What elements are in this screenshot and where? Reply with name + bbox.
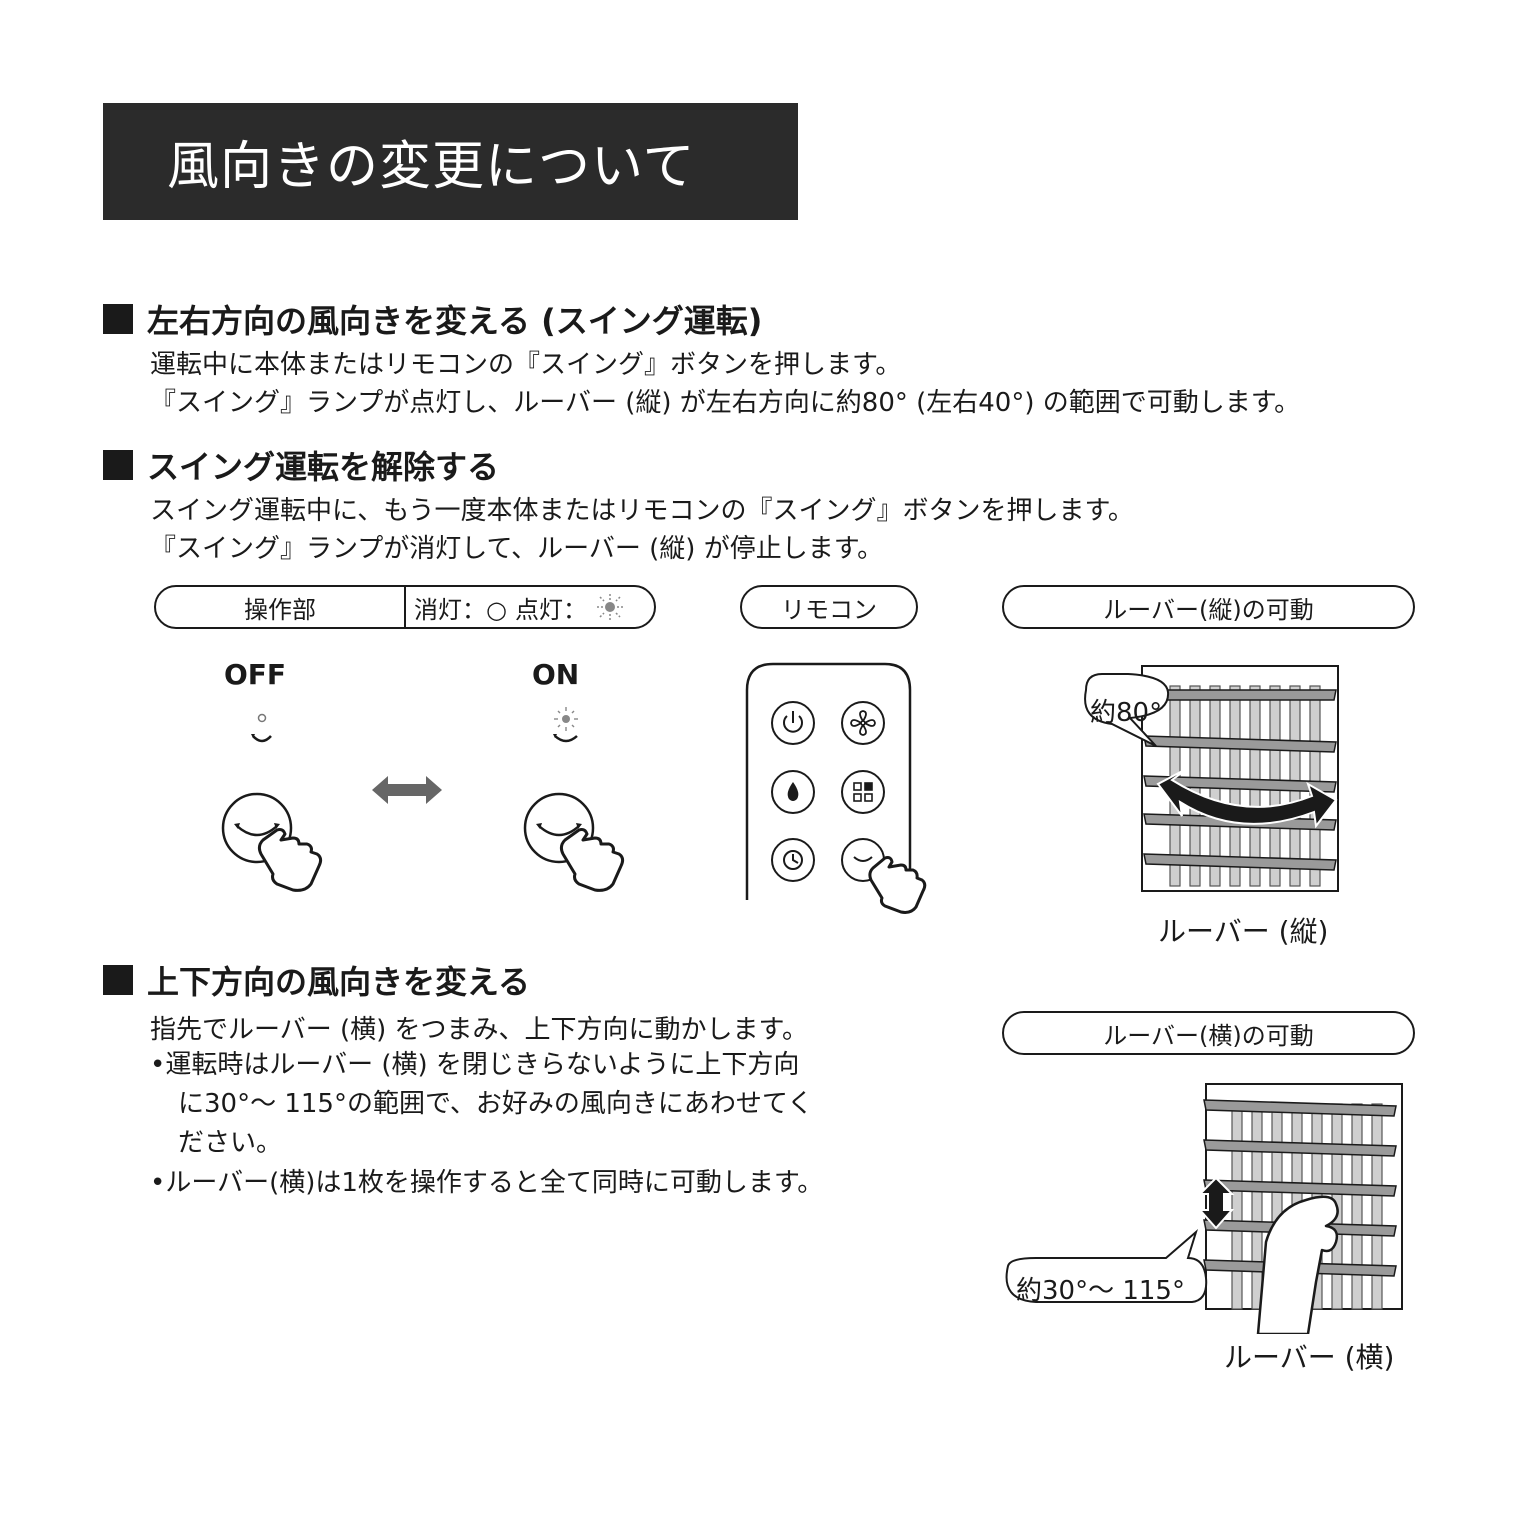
timer-icon [783, 850, 803, 870]
section-heading-cancel: スイング運転を解除する [103, 442, 499, 488]
angle-bubble [1084, 673, 1170, 747]
section-heading-text: スイング運転を解除する [147, 448, 500, 486]
remote-label-pill: リモコン [740, 585, 918, 629]
vertical-louver-caption: ルーバー (縦) [1158, 915, 1329, 948]
lamp-on-icon [553, 707, 578, 743]
remote-control-illustration [745, 662, 927, 914]
bullet-line: •ルーバー(横)は1枚を操作すると全て同時に可動します。 [150, 1168, 824, 1198]
swing-button-press-off[interactable] [215, 788, 345, 898]
panel-label: 操作部 [244, 595, 316, 624]
lamp-lit-icon [596, 594, 623, 620]
square-bullet-icon [103, 304, 133, 334]
horizontal-louver-caption: ルーバー (横) [1224, 1341, 1395, 1374]
bullet-line: に30°～ 115°の範囲で、お好みの風向きにあわせてく [178, 1089, 814, 1119]
section-heading-text: 上下方向の風向きを変える [147, 963, 531, 1001]
body-text: 『スイング』ランプが消灯して、ルーバー (縦) が停止します。 [150, 534, 884, 564]
off-label: OFF [224, 658, 287, 691]
toggle-double-arrow-icon [372, 776, 442, 804]
swing-arc-arrow-icon [1156, 767, 1338, 829]
angle-bubble [1005, 1228, 1208, 1303]
legend-on: 点灯： [514, 595, 587, 624]
control-panel-label: 操作部 消灯：○ 点灯： [154, 585, 656, 629]
swing-button-press-on[interactable] [517, 788, 647, 898]
square-bullet-icon [103, 965, 133, 995]
drop-icon [787, 782, 799, 801]
lamp-off-icon [251, 713, 272, 743]
remote-label: リモコン [781, 595, 877, 624]
vertical-angle-label: 約80° [1090, 698, 1163, 728]
fan-icon [850, 710, 876, 736]
bullet-line: •運転時はルーバー (横) を閉じきらないように上下方向 [150, 1050, 800, 1080]
horizontal-louver-illustration [1005, 1083, 1403, 1334]
horizontal-louver-label: ルーバー(横)の可動 [1103, 1021, 1314, 1050]
on-label: ON [532, 658, 580, 691]
section-heading-updown: 上下方向の風向きを変える [103, 957, 530, 1003]
square-bullet-icon [103, 450, 133, 480]
page-title: 風向きの変更について [167, 137, 696, 197]
horizontal-angle-label: 約30°～ 115° [1016, 1276, 1185, 1306]
body-text: 『スイング』ランプが点灯し、ルーバー (縦) が左右方向に約80° (左右40°… [150, 388, 1301, 418]
body-text: 指先でルーバー (横) をつまみ、上下方向に動かします。 [150, 1015, 808, 1045]
page-title-bar: 風向きの変更について [103, 103, 798, 220]
bullet-item: •運転時はルーバー (横) を閉じきらないように上下方向 に30°～ 115°の… [150, 1046, 930, 1163]
fingers-icon [1256, 1195, 1339, 1334]
section-heading-swing: 左右方向の風向きを変える (スイング運転) [103, 296, 762, 342]
vertical-louver-label-pill: ルーバー(縦)の可動 [1002, 585, 1415, 629]
legend-off: 消灯：○ [414, 595, 507, 624]
vertical-louver-label: ルーバー(縦)の可動 [1103, 595, 1314, 624]
lamp-legend: 消灯：○ 点灯： [406, 587, 654, 627]
body-text: 運転中に本体またはリモコンの『スイング』ボタンを押します。 [150, 350, 902, 380]
vertical-louver-illustration [1084, 665, 1339, 892]
section-heading-text: 左右方向の風向きを変える (スイング運転) [147, 302, 763, 340]
power-icon [783, 711, 803, 733]
horizontal-louver-label-pill: ルーバー(横)の可動 [1002, 1011, 1415, 1055]
bullet-line: ださい。 [178, 1128, 283, 1158]
body-text: スイング運転中に、もう一度本体またはリモコンの『スイング』ボタンを押します。 [150, 496, 1134, 526]
updown-arrow-icon [1197, 1176, 1235, 1230]
mode-icon [853, 782, 873, 802]
swing-icon [853, 856, 873, 862]
bullet-item: •ルーバー(横)は1枚を操作すると全て同時に可動します。 [150, 1164, 950, 1203]
pill-divider [404, 587, 406, 627]
